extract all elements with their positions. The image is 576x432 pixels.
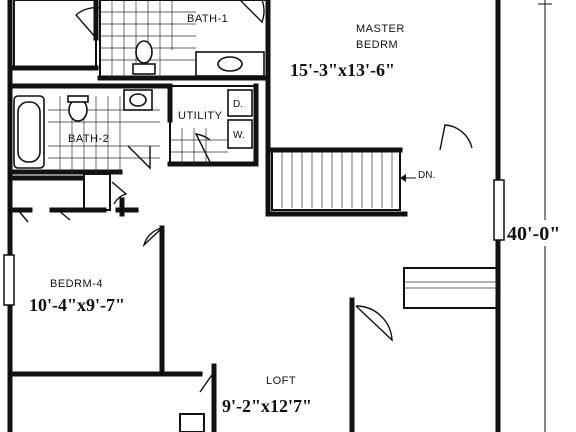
- bath1-vanity: [195, 51, 265, 77]
- washer: W.: [227, 119, 253, 149]
- master-sub-label: BEDRM: [356, 39, 398, 51]
- loft-label: LOFT: [266, 375, 296, 387]
- washer-label: W.: [233, 130, 245, 141]
- bath2-room: BATH-2: [7, 83, 173, 175]
- loft-room: LOFT 9'-2"x12'7": [179, 267, 499, 432]
- utility-floor-tiles: [170, 128, 228, 164]
- stairs: DN.: [265, 147, 435, 217]
- bedroom4-dimension: 10'-4"x9'-7": [29, 295, 125, 315]
- bath2-label: BATH-2: [68, 133, 109, 145]
- overall-depth-dimension: 40'-0": [507, 223, 560, 245]
- dryer-label: D.: [233, 99, 243, 110]
- bath1-room: BATH-1: [97, 0, 271, 153]
- bedroom4-label: BEDRM-4: [50, 278, 103, 290]
- dryer: D.: [227, 89, 253, 117]
- master-bedroom: MASTER BEDRM 15'-3"x13'-6": [265, 23, 473, 153]
- bath2-toilet: [67, 95, 89, 122]
- utility-room: D. W. UTILITY: [167, 83, 259, 167]
- bedroom4-room: BEDRM-4 10'-4"x9'-7": [7, 225, 203, 377]
- overall-dimension-line: [538, 0, 552, 432]
- bath1-toilet: [132, 40, 156, 75]
- bath2-tub: [13, 95, 45, 169]
- bath1-label: BATH-1: [187, 13, 228, 25]
- utility-label: UTILITY: [178, 110, 223, 122]
- bath2-sink: [123, 89, 153, 111]
- stair-down-label: DN.: [418, 170, 435, 181]
- hall-closet: [7, 173, 139, 223]
- loft-dimension: 9'-2"x12'7": [222, 396, 312, 416]
- wic-room: [11, 0, 101, 71]
- exterior-walls: [3, 0, 505, 432]
- master-dimension: 15'-3"x13'-6": [290, 60, 395, 80]
- master-label: MASTER: [356, 23, 405, 35]
